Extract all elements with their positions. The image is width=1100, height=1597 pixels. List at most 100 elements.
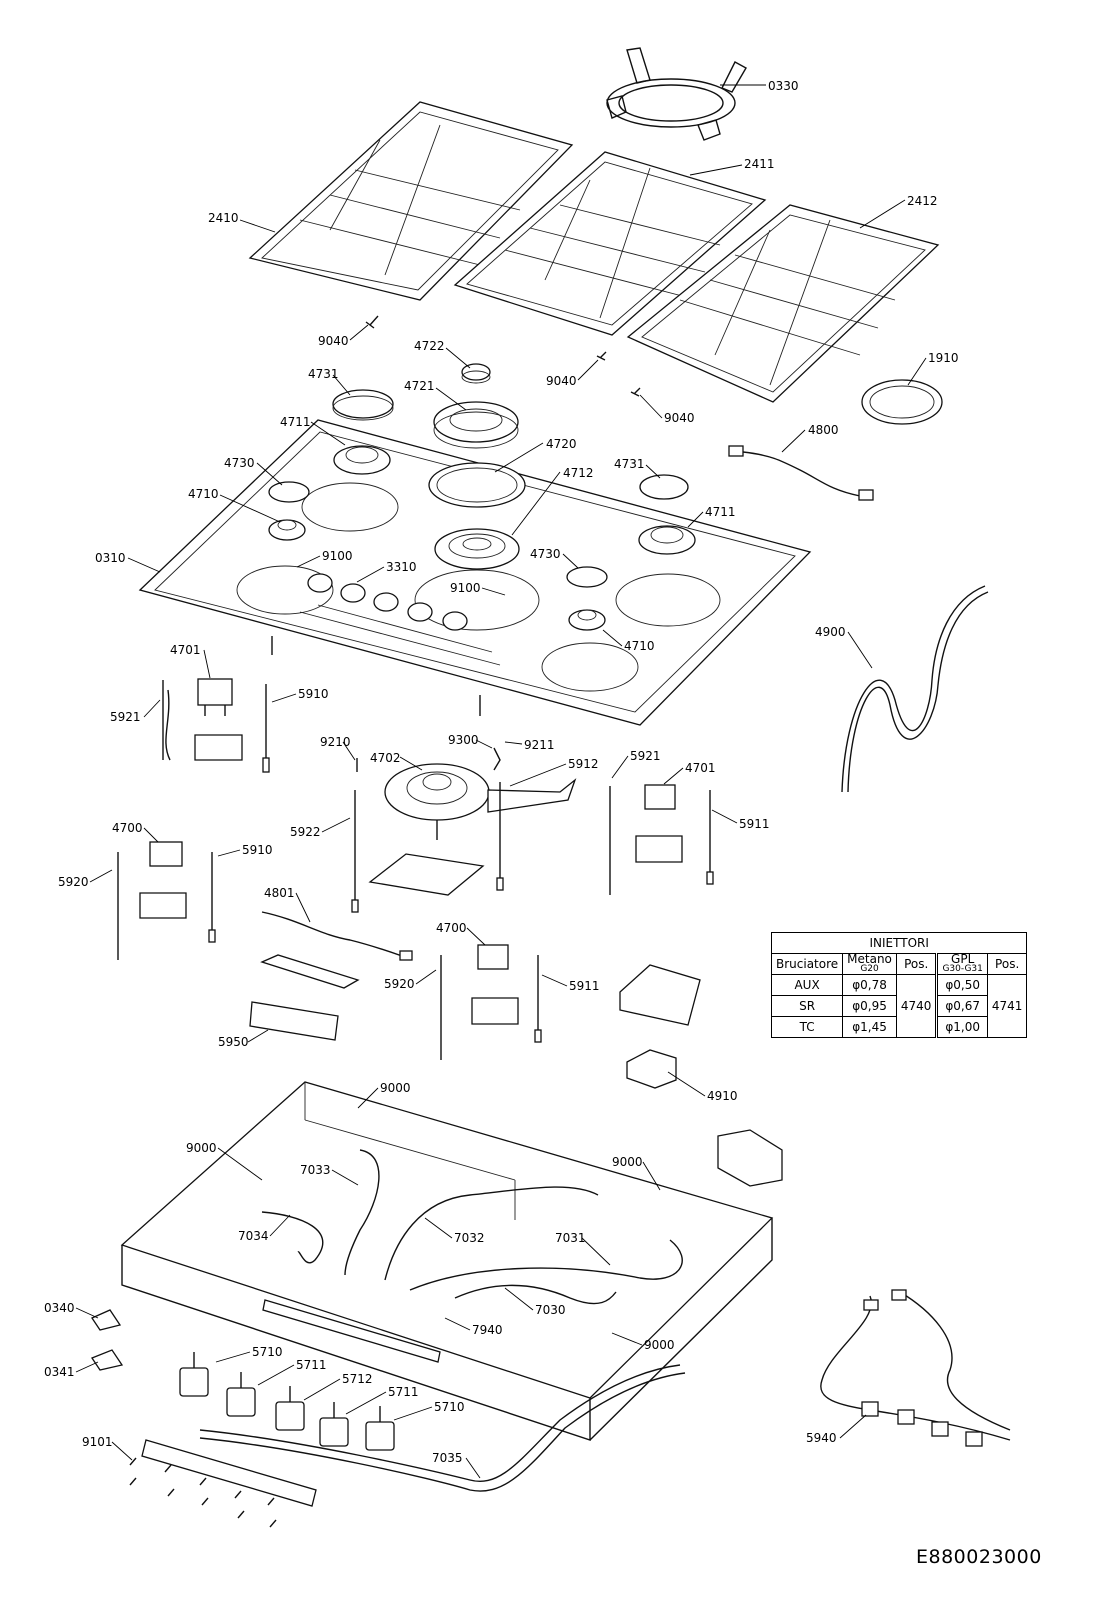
screws-9101 xyxy=(129,1457,277,1528)
callout-label: 4702 xyxy=(370,751,401,765)
callout-label: 4711 xyxy=(705,505,736,519)
burner-4711-right xyxy=(638,525,696,555)
burner-cap-4731-right xyxy=(639,474,689,500)
junction-box xyxy=(619,964,701,1026)
connector-4910 xyxy=(626,1049,677,1089)
callout-label: 9211 xyxy=(524,738,555,752)
callout-label: 5910 xyxy=(242,843,273,857)
callout-label: 0330 xyxy=(768,79,799,93)
clip-0340 xyxy=(91,1309,122,1331)
cell-gpl: φ0,67 xyxy=(935,995,988,1017)
burner-4710-right xyxy=(568,609,606,631)
callout-label: 7031 xyxy=(555,1231,586,1245)
bracket-left-top xyxy=(194,734,243,761)
callout-label: 0310 xyxy=(95,551,126,565)
callout-label: 4720 xyxy=(546,437,577,451)
callout-label: 9000 xyxy=(612,1155,643,1169)
callout-label: 9040 xyxy=(318,334,349,348)
burner-4711-left xyxy=(333,445,391,475)
burner-4712-triple-crown xyxy=(434,528,520,570)
callout-label: 4711 xyxy=(280,415,311,429)
gas-pipe-7032 xyxy=(384,1186,599,1281)
gas-pipe-7034 xyxy=(261,1211,324,1264)
spark-plug-5912 xyxy=(496,782,504,891)
callout-label: 5911 xyxy=(739,817,770,831)
callout-label: 1910 xyxy=(928,351,959,365)
callout-label: 4701 xyxy=(170,643,201,657)
callout-label: 4910 xyxy=(707,1089,738,1103)
callout-label: 5912 xyxy=(568,757,599,771)
callout-label: 9210 xyxy=(320,735,351,749)
burner-cap-4730-left xyxy=(268,481,310,503)
spark-plug-5910-left xyxy=(208,852,216,943)
callout-label: 9000 xyxy=(644,1338,675,1352)
header-methane: Metano G20 xyxy=(842,952,897,975)
callout-label: 7035 xyxy=(432,1451,463,1465)
gas-valve-5712 xyxy=(275,1386,305,1431)
injector-table-title: INIETTORI xyxy=(770,932,1028,954)
thermocouple-5922 xyxy=(351,790,359,913)
callout-label: 5922 xyxy=(290,825,321,839)
gas-valve-5711-b xyxy=(319,1402,349,1447)
central-burner-4702 xyxy=(384,763,577,840)
table-row: AUX φ0,78 4740 φ0,50 4741 xyxy=(770,974,1028,1038)
burner-cap-4722 xyxy=(461,363,491,384)
screw-9040-c xyxy=(630,387,641,397)
callout-label: 5710 xyxy=(252,1345,283,1359)
callout-label: 9040 xyxy=(664,411,695,425)
burner-cap-4731-left xyxy=(332,389,394,421)
callout-label: 9300 xyxy=(448,733,479,747)
callout-label: 4721 xyxy=(404,379,435,393)
callout-label: 4700 xyxy=(112,821,143,835)
pan-support-wok-ring xyxy=(606,47,747,141)
cable-4800 xyxy=(728,445,874,501)
header-methane-gas: G20 xyxy=(860,964,879,974)
callout-label: 7033 xyxy=(300,1163,331,1177)
callout-label: 0341 xyxy=(44,1365,75,1379)
callout-label: 2411 xyxy=(744,157,775,171)
callout-label: 5940 xyxy=(806,1431,837,1445)
cover-plate-right xyxy=(717,1129,783,1187)
callout-label: 4700 xyxy=(436,921,467,935)
thermocouple-5921-left xyxy=(162,680,171,761)
callout-label: 7034 xyxy=(238,1229,269,1243)
callout-label: 9100 xyxy=(322,549,353,563)
callout-label: 9040 xyxy=(546,374,577,388)
callout-label: 5710 xyxy=(434,1400,465,1414)
clip-0341 xyxy=(91,1349,124,1371)
spark-plug-5911-right xyxy=(534,955,542,1043)
callout-label: 5911 xyxy=(569,979,600,993)
header-methane-label: Metano xyxy=(847,952,892,966)
valve-holder-4700-right xyxy=(477,944,509,970)
cell-gpl: φ1,00 xyxy=(935,1016,988,1038)
callout-label: 7032 xyxy=(454,1231,485,1245)
callout-label: 2412 xyxy=(907,194,938,208)
knobs-3310 xyxy=(307,573,468,631)
callout-label: 4731 xyxy=(308,367,339,381)
callout-label: 4710 xyxy=(188,487,219,501)
bracket-right-top xyxy=(635,835,683,863)
gas-valve-5710-b xyxy=(365,1406,395,1451)
callout-label: 3310 xyxy=(386,560,417,574)
cell-burner: AUX xyxy=(770,974,844,996)
gasket-ring-1910 xyxy=(861,379,943,425)
header-gpl: GPL G30-G31 xyxy=(935,952,988,975)
cell-methane: φ0,78 xyxy=(842,974,897,996)
grate-center xyxy=(453,151,767,336)
spark-plug-5911-right-top xyxy=(706,790,714,885)
callout-label: 5910 xyxy=(298,687,329,701)
callout-label: 5711 xyxy=(388,1385,419,1399)
gas-valve-5710-a xyxy=(179,1352,209,1397)
cell-burner: TC xyxy=(770,1016,844,1038)
spark-plug-5910-left-top xyxy=(262,684,270,773)
rail-under-tray xyxy=(262,1299,441,1363)
header-gpl-label: GPL xyxy=(951,952,975,966)
power-cable-4900 xyxy=(841,585,989,793)
bracket-left-bottom xyxy=(139,892,187,919)
callout-label: 5921 xyxy=(110,710,141,724)
cell-methane: φ0,95 xyxy=(842,995,897,1017)
base-tray xyxy=(120,1081,774,1441)
mounting-strip xyxy=(141,1439,317,1507)
callout-label: 5920 xyxy=(384,977,415,991)
burner-cap-4730-right xyxy=(566,566,608,588)
